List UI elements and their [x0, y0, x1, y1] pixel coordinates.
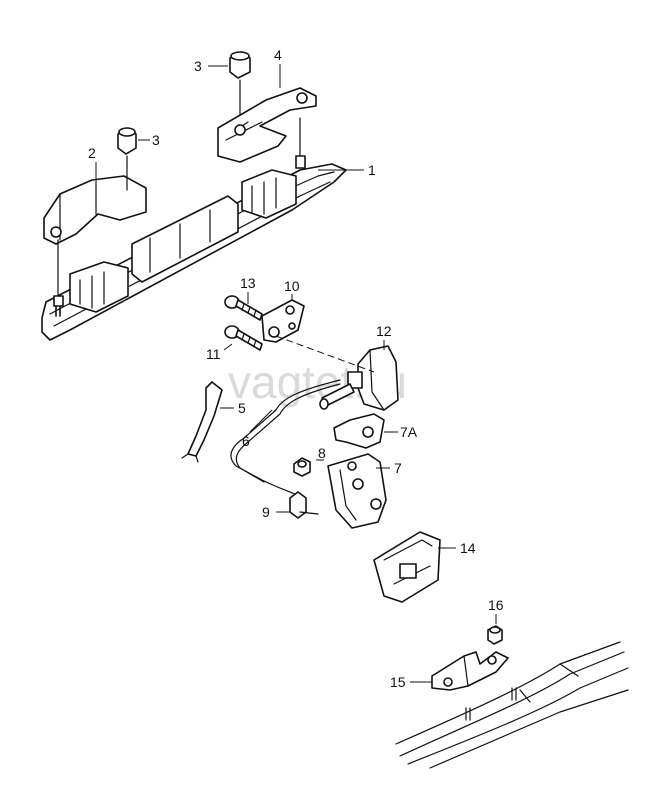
cable-end-9 [289, 491, 319, 519]
callout-15: 15 [390, 674, 406, 690]
handle-14 [373, 531, 441, 603]
callout-4: 4 [274, 47, 282, 63]
callout-12: 12 [376, 323, 392, 339]
callout-13: 13 [240, 275, 256, 291]
callout-3-middle: 3 [152, 132, 160, 148]
callout-10: 10 [284, 278, 300, 294]
cable [230, 379, 341, 499]
bracket-top [217, 87, 317, 163]
callout-6: 6 [242, 433, 250, 449]
bracket-plate [261, 299, 305, 343]
callout-1: 1 [368, 162, 376, 178]
callout-7: 7 [394, 460, 402, 476]
callout-8: 8 [318, 445, 326, 461]
callout-2: 2 [88, 145, 96, 161]
leader-lines [95, 64, 497, 683]
trim-panel [41, 117, 347, 341]
lock-7 [327, 453, 387, 529]
callout-14: 14 [460, 540, 476, 556]
striker-15 [431, 651, 517, 721]
callout-16: 16 [488, 597, 504, 613]
actuator [319, 345, 399, 411]
callout-5: 5 [238, 400, 246, 416]
bracket-left [43, 175, 147, 297]
nut-8 [293, 457, 311, 477]
body-panel [395, 641, 629, 769]
callout-9: 9 [262, 504, 270, 520]
nut-middle [117, 127, 137, 191]
bolt-13 [224, 295, 263, 321]
callout-3-top: 3 [194, 58, 202, 74]
nut-16 [487, 625, 503, 645]
cover-7a [333, 413, 385, 449]
bolt-11 [224, 325, 263, 351]
callout-labels: 1 2 3 3 4 5 6 7 7A 8 9 10 11 12 13 14 15… [88, 47, 504, 690]
assembly-line [275, 335, 375, 373]
callout-7a: 7A [400, 424, 418, 440]
callout-11: 11 [206, 346, 221, 362]
clip-5 [181, 381, 223, 463]
